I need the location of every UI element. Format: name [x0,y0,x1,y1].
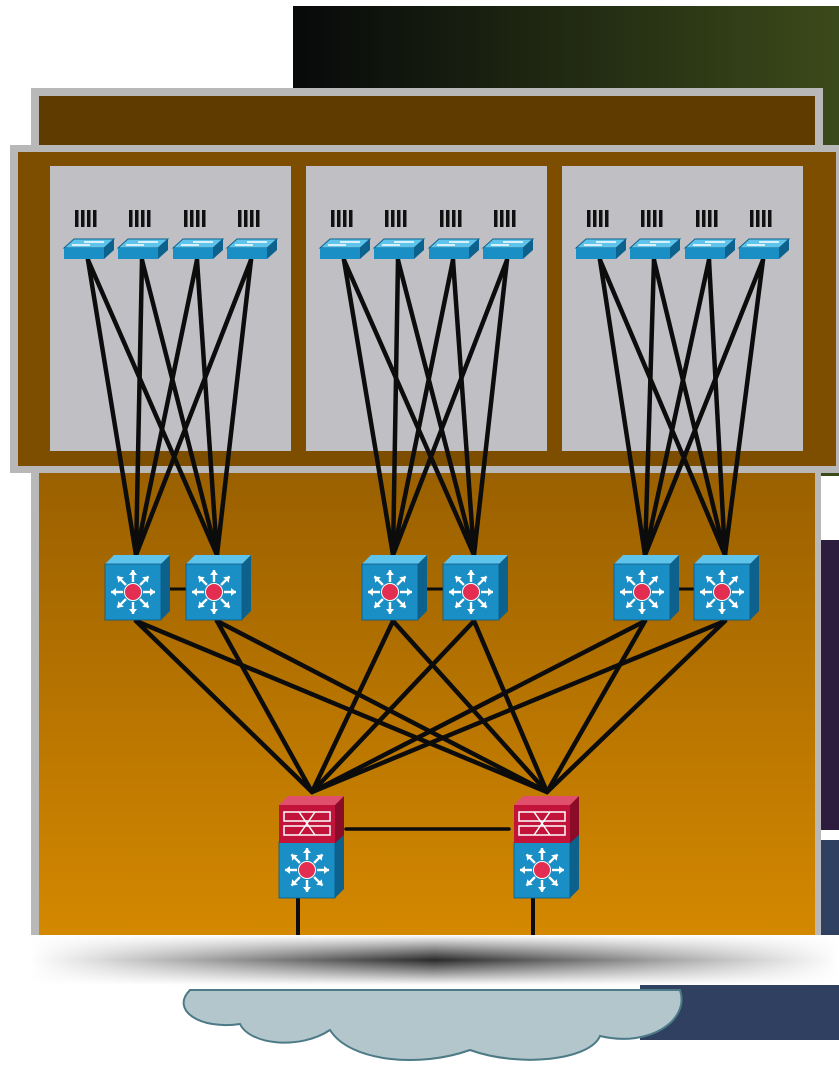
access-uplink [133,257,254,558]
access-uplink [85,257,220,558]
access-uplink [341,257,396,558]
access-uplink [395,257,477,558]
layer3-switch-icon [361,555,427,621]
core-uplink [309,618,648,795]
server-ports-icon [440,210,462,227]
firewall-switch-icon [513,796,579,899]
access-uplink [214,257,254,558]
links [85,257,766,954]
firewall-icon [279,796,344,843]
workgroup-switch-icon [372,238,426,259]
access-uplink [471,257,510,558]
access-uplink [651,257,728,558]
server-ports-icon [75,210,97,227]
workgroup-switch-icon [318,238,372,259]
access-uplink [390,257,510,558]
server-ports-icon [331,210,353,227]
firewall-icon [514,796,579,843]
core-uplink [214,618,550,795]
access-uplink [450,257,477,558]
core-uplink [544,618,728,795]
access-uplink [597,257,728,558]
access-uplink [722,257,766,558]
core-uplink [309,618,728,795]
workgroup-switch-icon [171,238,225,259]
server-ports-icon [750,210,772,227]
access-uplink [133,257,200,558]
access-uplink [133,257,145,558]
access-uplink [642,257,766,558]
workgroup-switch-icon [62,238,116,259]
server-ports-icon [641,210,663,227]
server-ports-icon [587,210,609,227]
cloud-shape [182,989,683,1062]
workgroup-switch-icon [427,238,481,259]
core-uplink [214,618,315,795]
access-uplink [390,257,401,558]
layer3-switch-icon [442,555,508,621]
workgroup-switch-icon [683,238,737,259]
workgroup-switch-icon [116,238,170,259]
core-uplink [133,618,550,795]
cloud-icon [182,989,683,1062]
core-switch-icon [513,833,579,899]
core-uplink [309,618,477,795]
access-uplink [139,257,220,558]
top-bar [31,88,823,150]
core-uplink [390,618,550,795]
pod-2-area [306,166,547,451]
server-ports-icon [129,210,151,227]
access-uplink [642,257,712,558]
layer3-switch-icon [104,555,170,621]
core-uplink [133,618,315,795]
access-uplink [341,257,477,558]
access-uplink [194,257,220,558]
layer3-switch-icon [613,555,679,621]
access-uplink [642,257,657,558]
pod-1-area [50,166,291,451]
layer3-switch-icon [185,555,251,621]
server-ports-icon [184,210,206,227]
pod-3-area [562,166,803,451]
workgroup-switch-icon [225,238,279,259]
workgroup-switch-icon [628,238,682,259]
workgroup-switch-icon [737,238,791,259]
devices [62,210,791,899]
access-uplink [390,257,456,558]
access-uplink [706,257,728,558]
server-ports-icon [385,210,407,227]
access-uplink [597,257,648,558]
workgroup-switch-icon [481,238,535,259]
workgroup-switch-icon [574,238,628,259]
core-uplink [544,618,648,795]
layer3-switch-icon [693,555,759,621]
server-ports-icon [696,210,718,227]
firewall-switch-icon [278,796,344,899]
access-uplink [85,257,139,558]
lower-panel [31,470,821,940]
server-ports-icon [238,210,260,227]
core-uplink [471,618,550,795]
core-uplink [309,618,396,795]
floor-shadow [30,935,839,985]
server-ports-icon [494,210,516,227]
